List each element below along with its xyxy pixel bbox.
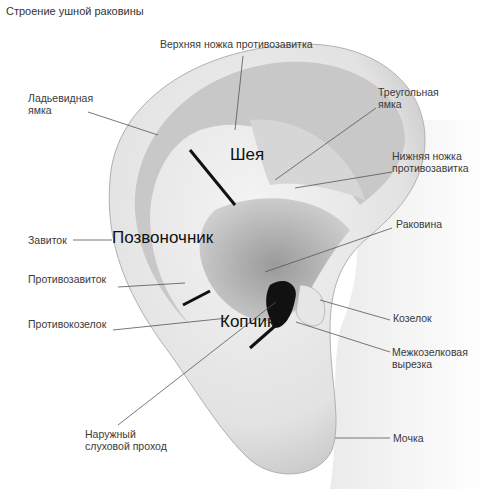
- part-label: Треугольная ямка: [378, 86, 458, 110]
- part-label: Межкозелковая вырезка: [392, 346, 482, 370]
- part-label: Нижняя ножка противозавитка: [392, 150, 482, 174]
- zone-label: Копчик: [220, 312, 274, 331]
- part-label: Противокозелок: [28, 318, 114, 330]
- zone-label: Позвоночник: [112, 228, 213, 247]
- part-label: Противозавиток: [28, 273, 118, 285]
- leader-lines: [73, 56, 392, 438]
- diagram-title: Строение ушной раковины: [6, 5, 144, 18]
- part-label: Мочка: [393, 432, 424, 444]
- zone-label: Шея: [230, 145, 264, 164]
- part-label: Раковина: [396, 218, 442, 230]
- part-label: Наружный слуховой проход: [85, 428, 175, 452]
- triangular-fossa: [250, 120, 365, 200]
- part-label: Козелок: [393, 312, 432, 324]
- tragus: [296, 285, 325, 326]
- ear-outline: [109, 44, 425, 474]
- part-label: Ладьевидная ямка: [28, 92, 98, 116]
- part-label: Завиток: [28, 234, 67, 246]
- zone-lines: [183, 150, 275, 348]
- part-label: Верхняя ножка противозавитка: [160, 38, 313, 50]
